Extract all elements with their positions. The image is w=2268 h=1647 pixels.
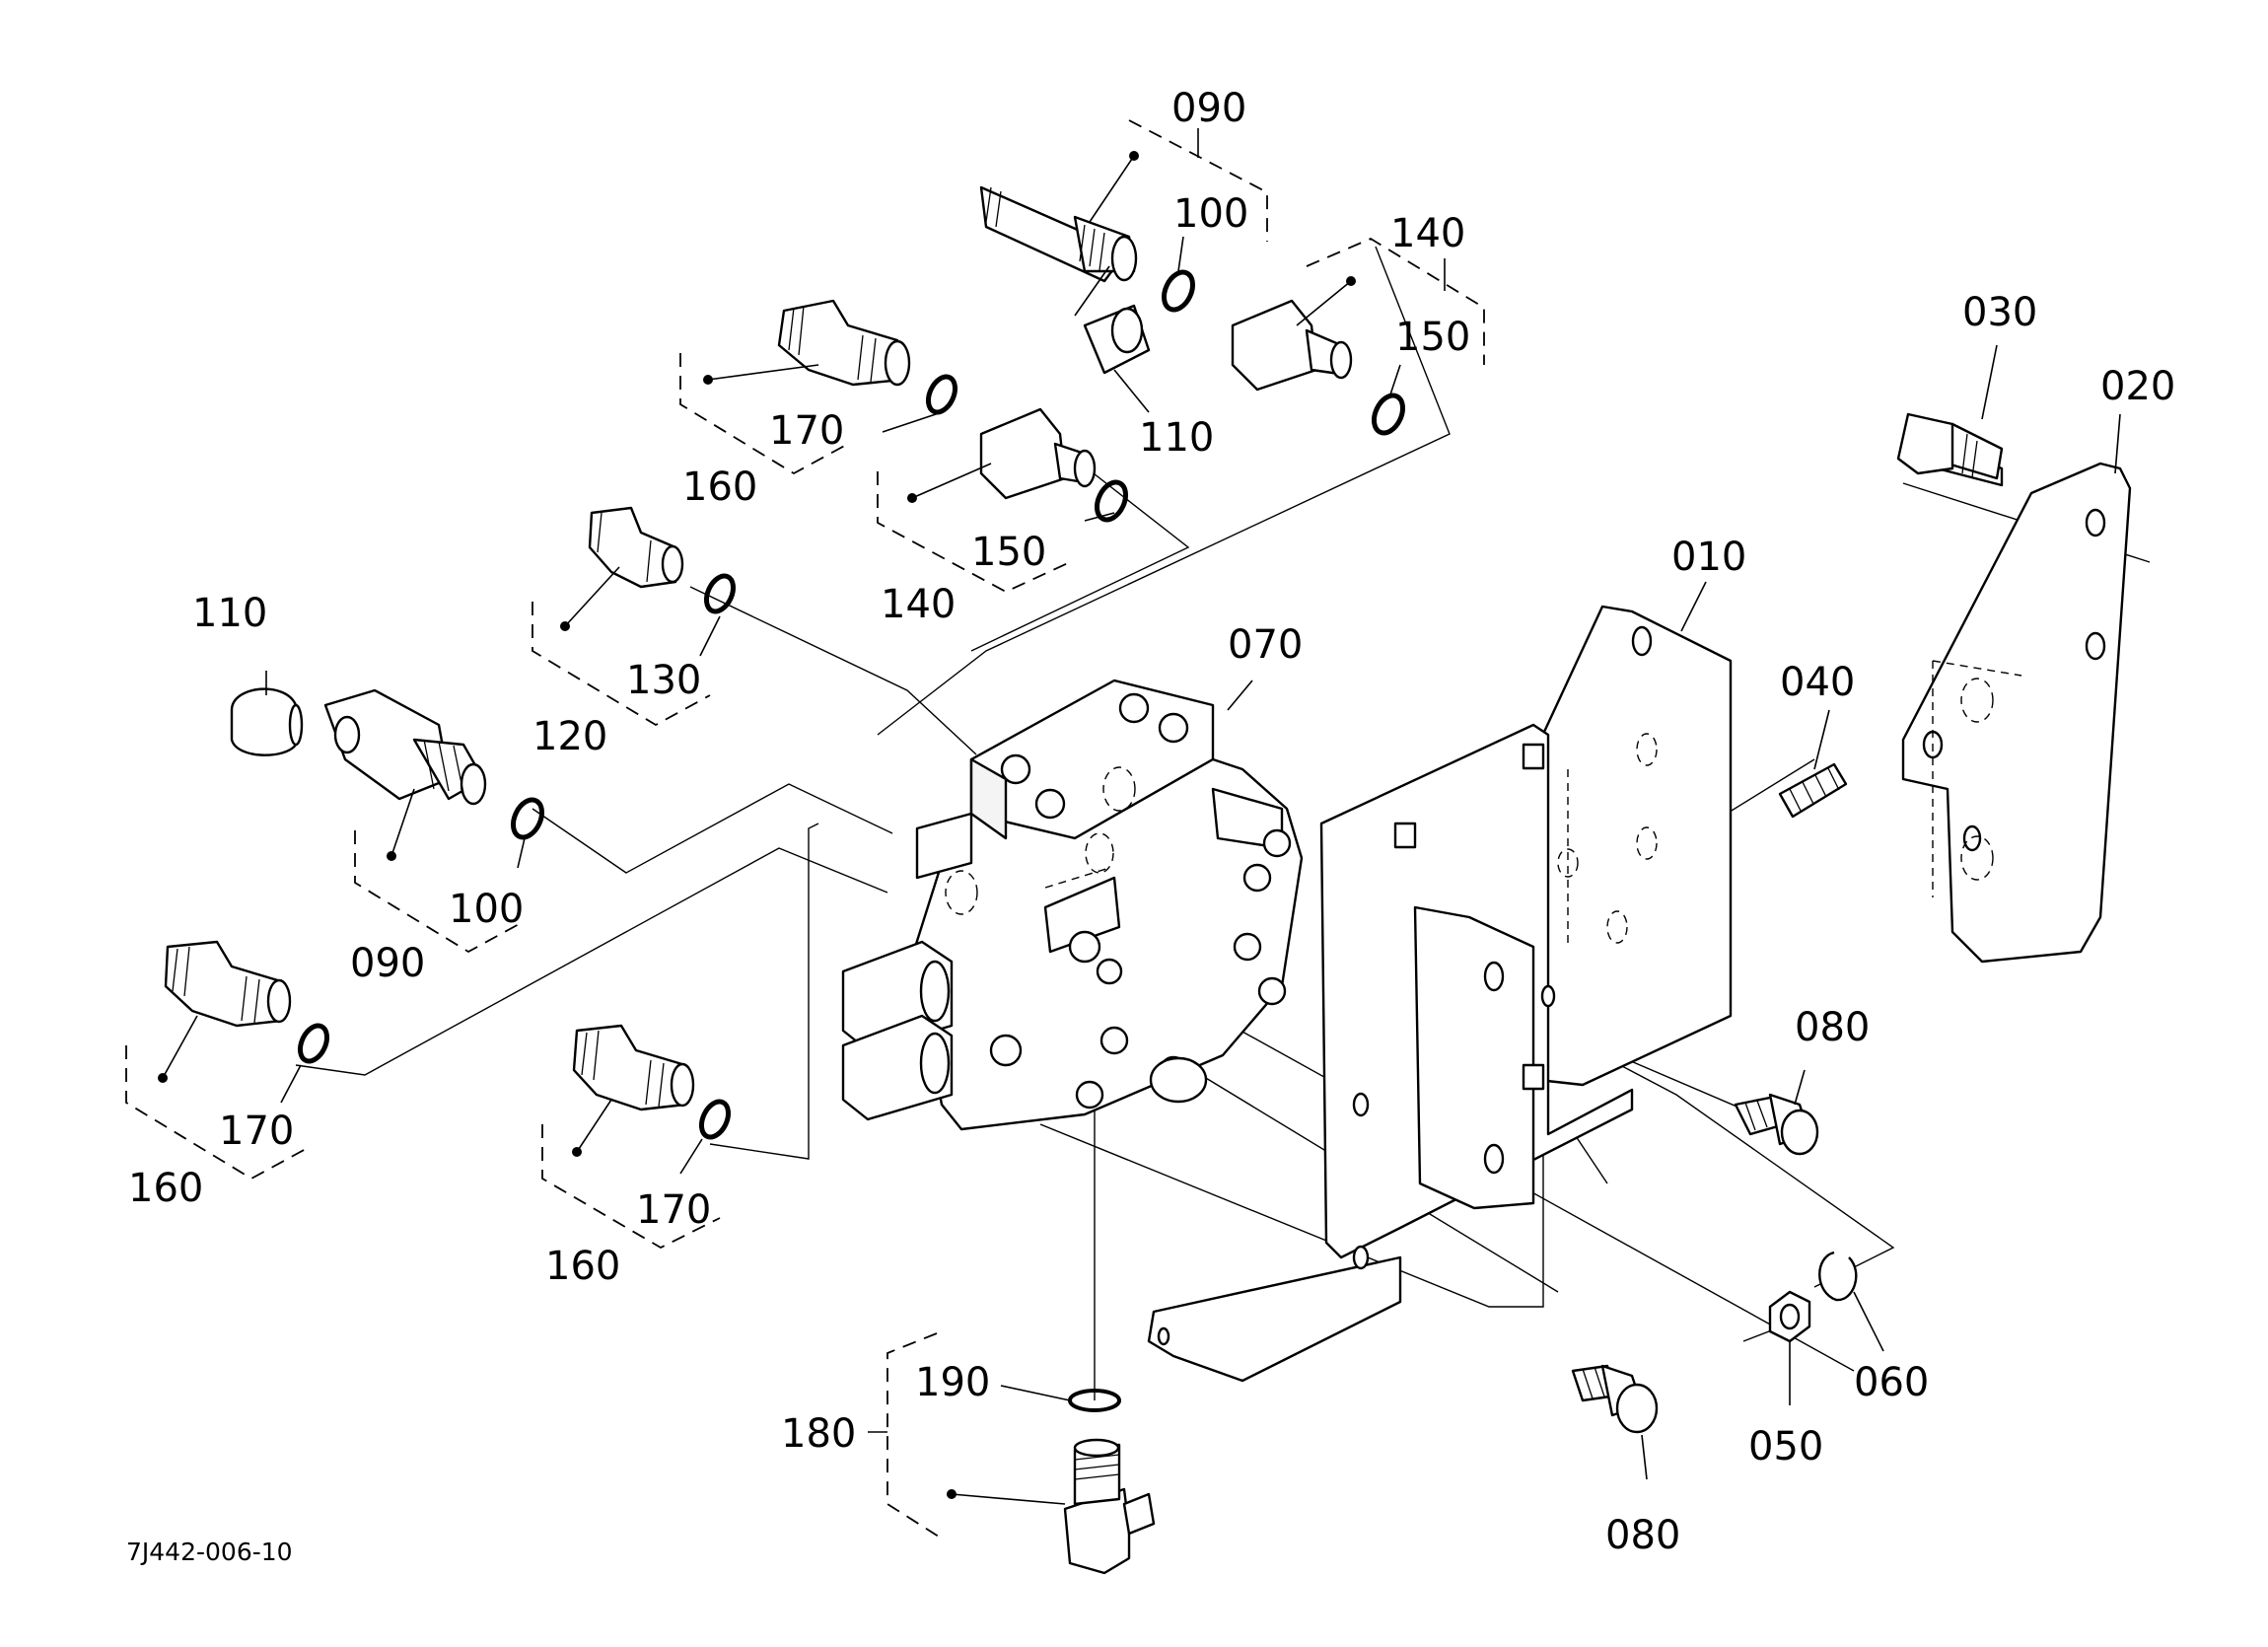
bolt-080-lower (1571, 1364, 1659, 1434)
callout-080-upper: 080 (1795, 1005, 1870, 1050)
nut-050 (1768, 1290, 1811, 1343)
callout-090-left: 090 (350, 941, 425, 986)
oring-150-lower (1094, 479, 1129, 523)
callout-120: 120 (532, 714, 607, 759)
callout-130: 130 (626, 658, 701, 703)
callout-180: 180 (781, 1411, 856, 1457)
callout-170-top: 170 (769, 408, 844, 454)
bolt-030 (1896, 412, 2004, 487)
callout-060: 060 (1854, 1360, 1929, 1405)
callout-160-left: 160 (128, 1166, 203, 1211)
callout-190: 190 (915, 1360, 990, 1405)
callout-100-left: 100 (449, 887, 524, 932)
callout-160-center: 160 (545, 1244, 620, 1289)
fitting-160-center (572, 1024, 695, 1111)
callout-050: 050 (1748, 1424, 1823, 1469)
fitting-160-left (164, 940, 292, 1028)
fitting-140-upper (1231, 299, 1353, 392)
diagram-reference-code: 7J442-006-10 (126, 1538, 293, 1566)
bolt-080-upper (1734, 1093, 1819, 1156)
kit-brackets (125, 119, 1485, 1540)
callout-020: 020 (2100, 364, 2175, 409)
fitting-090-left (323, 688, 487, 806)
callout-040: 040 (1780, 660, 1855, 705)
kit-leaders (158, 151, 1356, 1505)
callout-140-top: 140 (1390, 211, 1465, 256)
callout-160-top: 160 (682, 465, 757, 510)
oring-100-left (510, 797, 545, 840)
oring-100-upper (1161, 269, 1196, 313)
mounting-plate-010 (1147, 605, 1733, 1383)
oring-170-top (925, 374, 958, 415)
elbow-fitting-180 (1063, 1438, 1156, 1575)
bracket-020 (1901, 462, 2132, 964)
fitting-140-lower (979, 407, 1097, 500)
callout-150-top: 150 (1395, 315, 1470, 360)
oring-170-left (297, 1023, 330, 1064)
callout-100-top: 100 (1173, 191, 1248, 237)
callout-090-top: 090 (1171, 86, 1246, 131)
callout-110-top: 110 (1139, 415, 1214, 461)
callout-leaders (265, 128, 2121, 1480)
control-valve-070 (841, 679, 1304, 1131)
callout-170-left: 170 (219, 1109, 294, 1154)
fitting-120 (588, 506, 684, 589)
callout-030: 030 (1962, 290, 2037, 335)
oring-170-center (698, 1099, 732, 1140)
cap-110-upper (1083, 304, 1151, 375)
oring-130 (703, 573, 737, 614)
cap-110-left (230, 687, 304, 756)
oring-150-upper (1371, 393, 1406, 436)
callout-150-lower: 150 (971, 530, 1046, 575)
callout-140-lower: 140 (881, 582, 956, 627)
washer-060 (1818, 1251, 1858, 1302)
callout-070: 070 (1228, 622, 1303, 668)
stud-040 (1778, 762, 1848, 819)
callout-labels: 090 100 140 150 110 170 160 150 140 130 … (126, 86, 2175, 1566)
fitting-160-top (777, 299, 911, 387)
callout-080-lower: 080 (1605, 1513, 1680, 1558)
callout-170-center: 170 (636, 1187, 711, 1233)
callout-010: 010 (1671, 535, 1746, 580)
callout-110-left: 110 (192, 591, 267, 636)
fitting-090-upper (979, 185, 1138, 283)
